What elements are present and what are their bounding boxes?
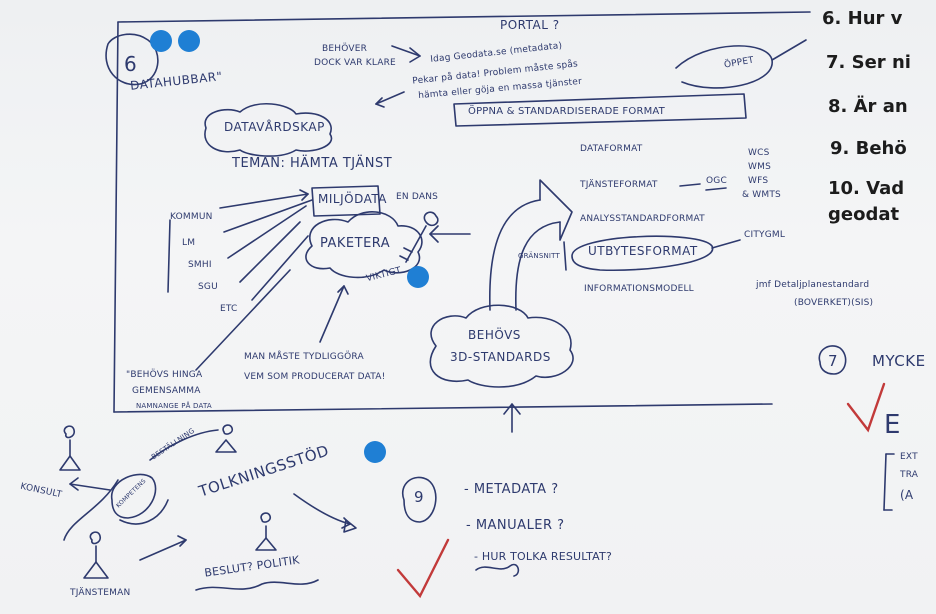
datavardskap-label: DATAVÅRDSKAP	[224, 120, 325, 134]
jmf-note: jmf Detaljplanestandard	[756, 280, 870, 290]
tjansteformat-label: TJÄNSTEFORMAT	[580, 180, 658, 190]
behovs-hinga-line1: "BEHÖVS HINGA	[126, 370, 203, 380]
ext-line1: EXT	[900, 452, 918, 462]
hur-tolka-item: - HUR TOLKA RESULTAT?	[474, 550, 613, 563]
tjansteman-label: TJÄNSTEMAN	[70, 588, 131, 598]
manualer-item: - MANUALER ?	[466, 518, 565, 533]
citygml-label: CITYGML	[744, 230, 786, 240]
wcs-label: WCS	[748, 148, 770, 158]
e-letter: E	[884, 410, 901, 440]
informationsmodell-label: INFORMATIONSMODELL	[584, 284, 694, 294]
blue-sticker-dot	[364, 441, 386, 463]
en-dans-label: EN DANS	[396, 192, 439, 202]
granssnitt-label: GRÄNSNITT	[518, 252, 561, 260]
miljodata-label: MILJÖDATA	[318, 192, 387, 206]
question-6: 6. Hur v	[822, 8, 903, 29]
portal-label: PORTAL ?	[500, 18, 560, 32]
behovs-3d-line1: BEHÖVS	[468, 328, 521, 342]
etc-label: ETC	[220, 304, 238, 314]
lm-label: LM	[182, 238, 196, 248]
section-number-9: 9	[414, 488, 425, 506]
question-10-line2: geodat	[828, 204, 900, 225]
section-number-7: 7	[828, 352, 839, 370]
paketera-label: PAKETERA	[320, 236, 391, 251]
blue-sticker-dot	[178, 30, 200, 52]
boverket-note: (BOVERKET)(SIS)	[794, 298, 874, 308]
behovs-3d-line2: 3D-STANDARDS	[450, 350, 551, 364]
dataformat-label: DATAFORMAT	[580, 144, 643, 154]
metadata-item: - METADATA ?	[464, 482, 559, 497]
smhi-label: SMHI	[188, 260, 212, 270]
kommun-label: KOMMUN	[170, 212, 213, 222]
man-maste-line2: VEM SOM PRODUCERAT DATA!	[244, 372, 386, 382]
teman-label: TEMAN: HÄMTA TJÄNST	[232, 156, 393, 171]
behovs-hinga-line2: GEMENSAMMA	[132, 386, 201, 396]
utbytesformat-label: UTBYTESFORMAT	[588, 244, 698, 258]
question-8: 8. Är an	[828, 96, 908, 117]
wmts-label: & WMTS	[742, 190, 781, 200]
sgu-label: SGU	[198, 282, 218, 292]
dock-label: DOCK VAR KLARE	[314, 58, 396, 68]
question-10-line1: 10. Vad	[828, 178, 905, 199]
section-number-6: 6	[124, 52, 138, 76]
oppna-standard-label: ÖPPNA & STANDARDISERADE FORMAT	[468, 106, 665, 117]
wfs-label: WFS	[748, 176, 769, 186]
wms-label: WMS	[748, 162, 771, 172]
ext-line2: TRA	[900, 470, 919, 480]
analys-label: ANALYSSTANDARDFORMAT	[580, 214, 705, 224]
man-maste-line1: MAN MÅSTE TYDLIGGÖRA	[244, 352, 364, 362]
behover-label: BEHÖVER	[322, 44, 368, 54]
mycke-label: MYCKE	[872, 352, 926, 370]
ext-line3: (A	[900, 488, 914, 502]
blue-sticker-dot	[407, 266, 429, 288]
question-7: 7. Ser ni	[826, 52, 911, 73]
blue-sticker-dot	[150, 30, 172, 52]
behovs-hinga-line3: NAMNANGE PÅ DATA	[136, 402, 212, 410]
question-9: 9. Behö	[830, 138, 907, 159]
ogc-label: OGC	[706, 176, 727, 186]
